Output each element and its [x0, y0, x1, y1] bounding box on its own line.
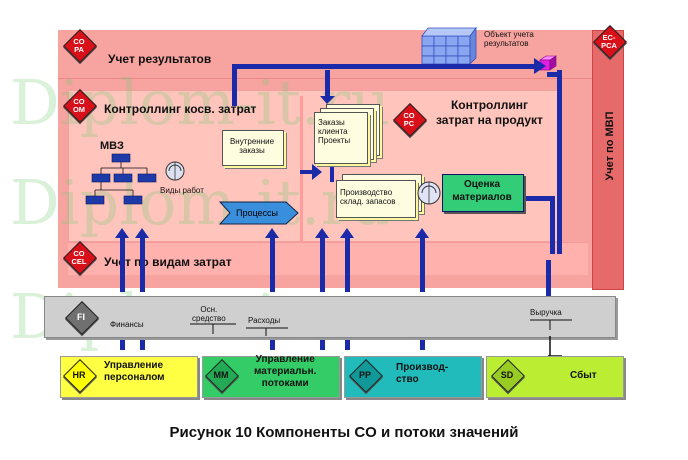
sd-label: Сбыт [570, 370, 597, 381]
processes-label: Процессы [236, 208, 279, 218]
fi-finance-label: Финансы [110, 320, 144, 329]
material-valuation-box [442, 174, 524, 212]
work-types-icon [165, 161, 185, 181]
cocel-area [68, 242, 588, 275]
sd-connector [548, 336, 562, 357]
copa-label: Учет результатов [108, 52, 212, 66]
fi-fixed-assets-label: Осн.средство [192, 305, 226, 323]
mvz-label: МВЗ [100, 140, 124, 152]
hr-code: HR [72, 370, 86, 380]
fi-expenses-label: Расходы [248, 316, 281, 325]
production-doc [336, 180, 416, 218]
om-pc-divider [300, 96, 303, 241]
fi-revenue-label: Выручка [530, 308, 562, 317]
valuation-icon [417, 181, 441, 205]
fi-tick-3 [530, 319, 572, 330]
client-orders-doc [314, 112, 368, 164]
ec-pca-area [592, 30, 624, 290]
sd-code: SD [500, 370, 514, 380]
figure-caption: Рисунок 10 Компоненты CO и потоки значен… [169, 424, 519, 441]
fi-tick-1 [190, 323, 236, 334]
magenta-cube-icon [539, 55, 557, 71]
processes-shape [218, 201, 299, 225]
mvz-hierarchy-icon [85, 153, 157, 205]
mm-code: MM [213, 370, 229, 380]
cocel-label: Учет по видам затрат [104, 255, 232, 269]
work-types-label: Виды работ [160, 186, 204, 195]
ecpca-code: EC-PCA [601, 33, 617, 50]
pp-code: PP [358, 370, 371, 380]
coom-label: Контроллинг косв. затрат [104, 102, 257, 116]
fi-tick-2 [246, 327, 288, 336]
fi-bar [44, 296, 616, 338]
pp-label: Производ-ство [396, 362, 449, 385]
internal-orders-doc [222, 130, 284, 166]
results-cube-icon [421, 26, 477, 65]
fi-code: FI [77, 312, 85, 322]
